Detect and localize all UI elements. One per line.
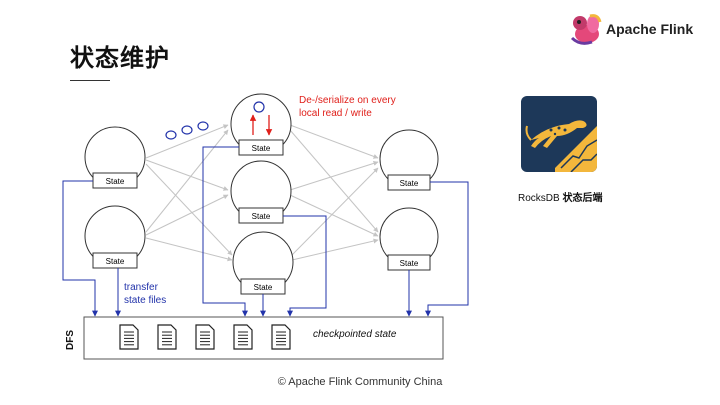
brand-logo: Apache Flink [568, 12, 718, 46]
backend-name: RocksDB [518, 193, 560, 204]
state-label: State [254, 283, 273, 292]
leopard-icon [525, 120, 597, 172]
file-icon [195, 324, 215, 350]
transfer-note-line1: transfer [124, 282, 159, 293]
file-icon [233, 324, 253, 350]
file-icon [119, 324, 139, 350]
state-label: State [106, 177, 125, 186]
operator-node: State [84, 205, 146, 269]
state-label: State [106, 257, 125, 266]
operator-node: State [230, 93, 292, 156]
state-label: State [252, 144, 271, 153]
footer-copyright: © Apache Flink Community China [277, 376, 443, 388]
operator-node: State [84, 126, 146, 189]
checkpoint-label: checkpointed state [313, 329, 397, 340]
flink-squirrel-icon [570, 14, 602, 45]
backend-suffix: 状态后端 [562, 193, 603, 204]
brand-name: Apache Flink [606, 21, 694, 37]
page-title: 状态维护 [70, 44, 170, 72]
state-label: State [400, 179, 419, 188]
serialize-note-line1: De-/serialize on every [299, 95, 396, 106]
rocksdb-caption: RocksDB 状态后端 [518, 189, 602, 204]
snapshot-paths [62, 146, 469, 317]
state-label: State [400, 259, 419, 268]
operator-nodes: State State State State [84, 93, 439, 295]
operator-node: State [379, 129, 439, 191]
serialize-note-line2: local read / write [299, 108, 372, 119]
operator-node: State [379, 207, 439, 271]
record-bubble [253, 101, 265, 113]
checkpoint-files [119, 324, 291, 350]
file-icon [271, 324, 291, 350]
dfs-label: DFS [65, 330, 76, 350]
rocksdb-logo [521, 96, 597, 172]
dfs-storage-box [83, 316, 444, 360]
title-underline [70, 80, 110, 81]
transfer-note-line2: state files [124, 295, 166, 306]
state-label: State [252, 212, 271, 221]
operator-node: State [230, 160, 292, 224]
thought-bubbles [165, 121, 209, 140]
file-icon [157, 324, 177, 350]
operator-node: State [232, 231, 294, 295]
